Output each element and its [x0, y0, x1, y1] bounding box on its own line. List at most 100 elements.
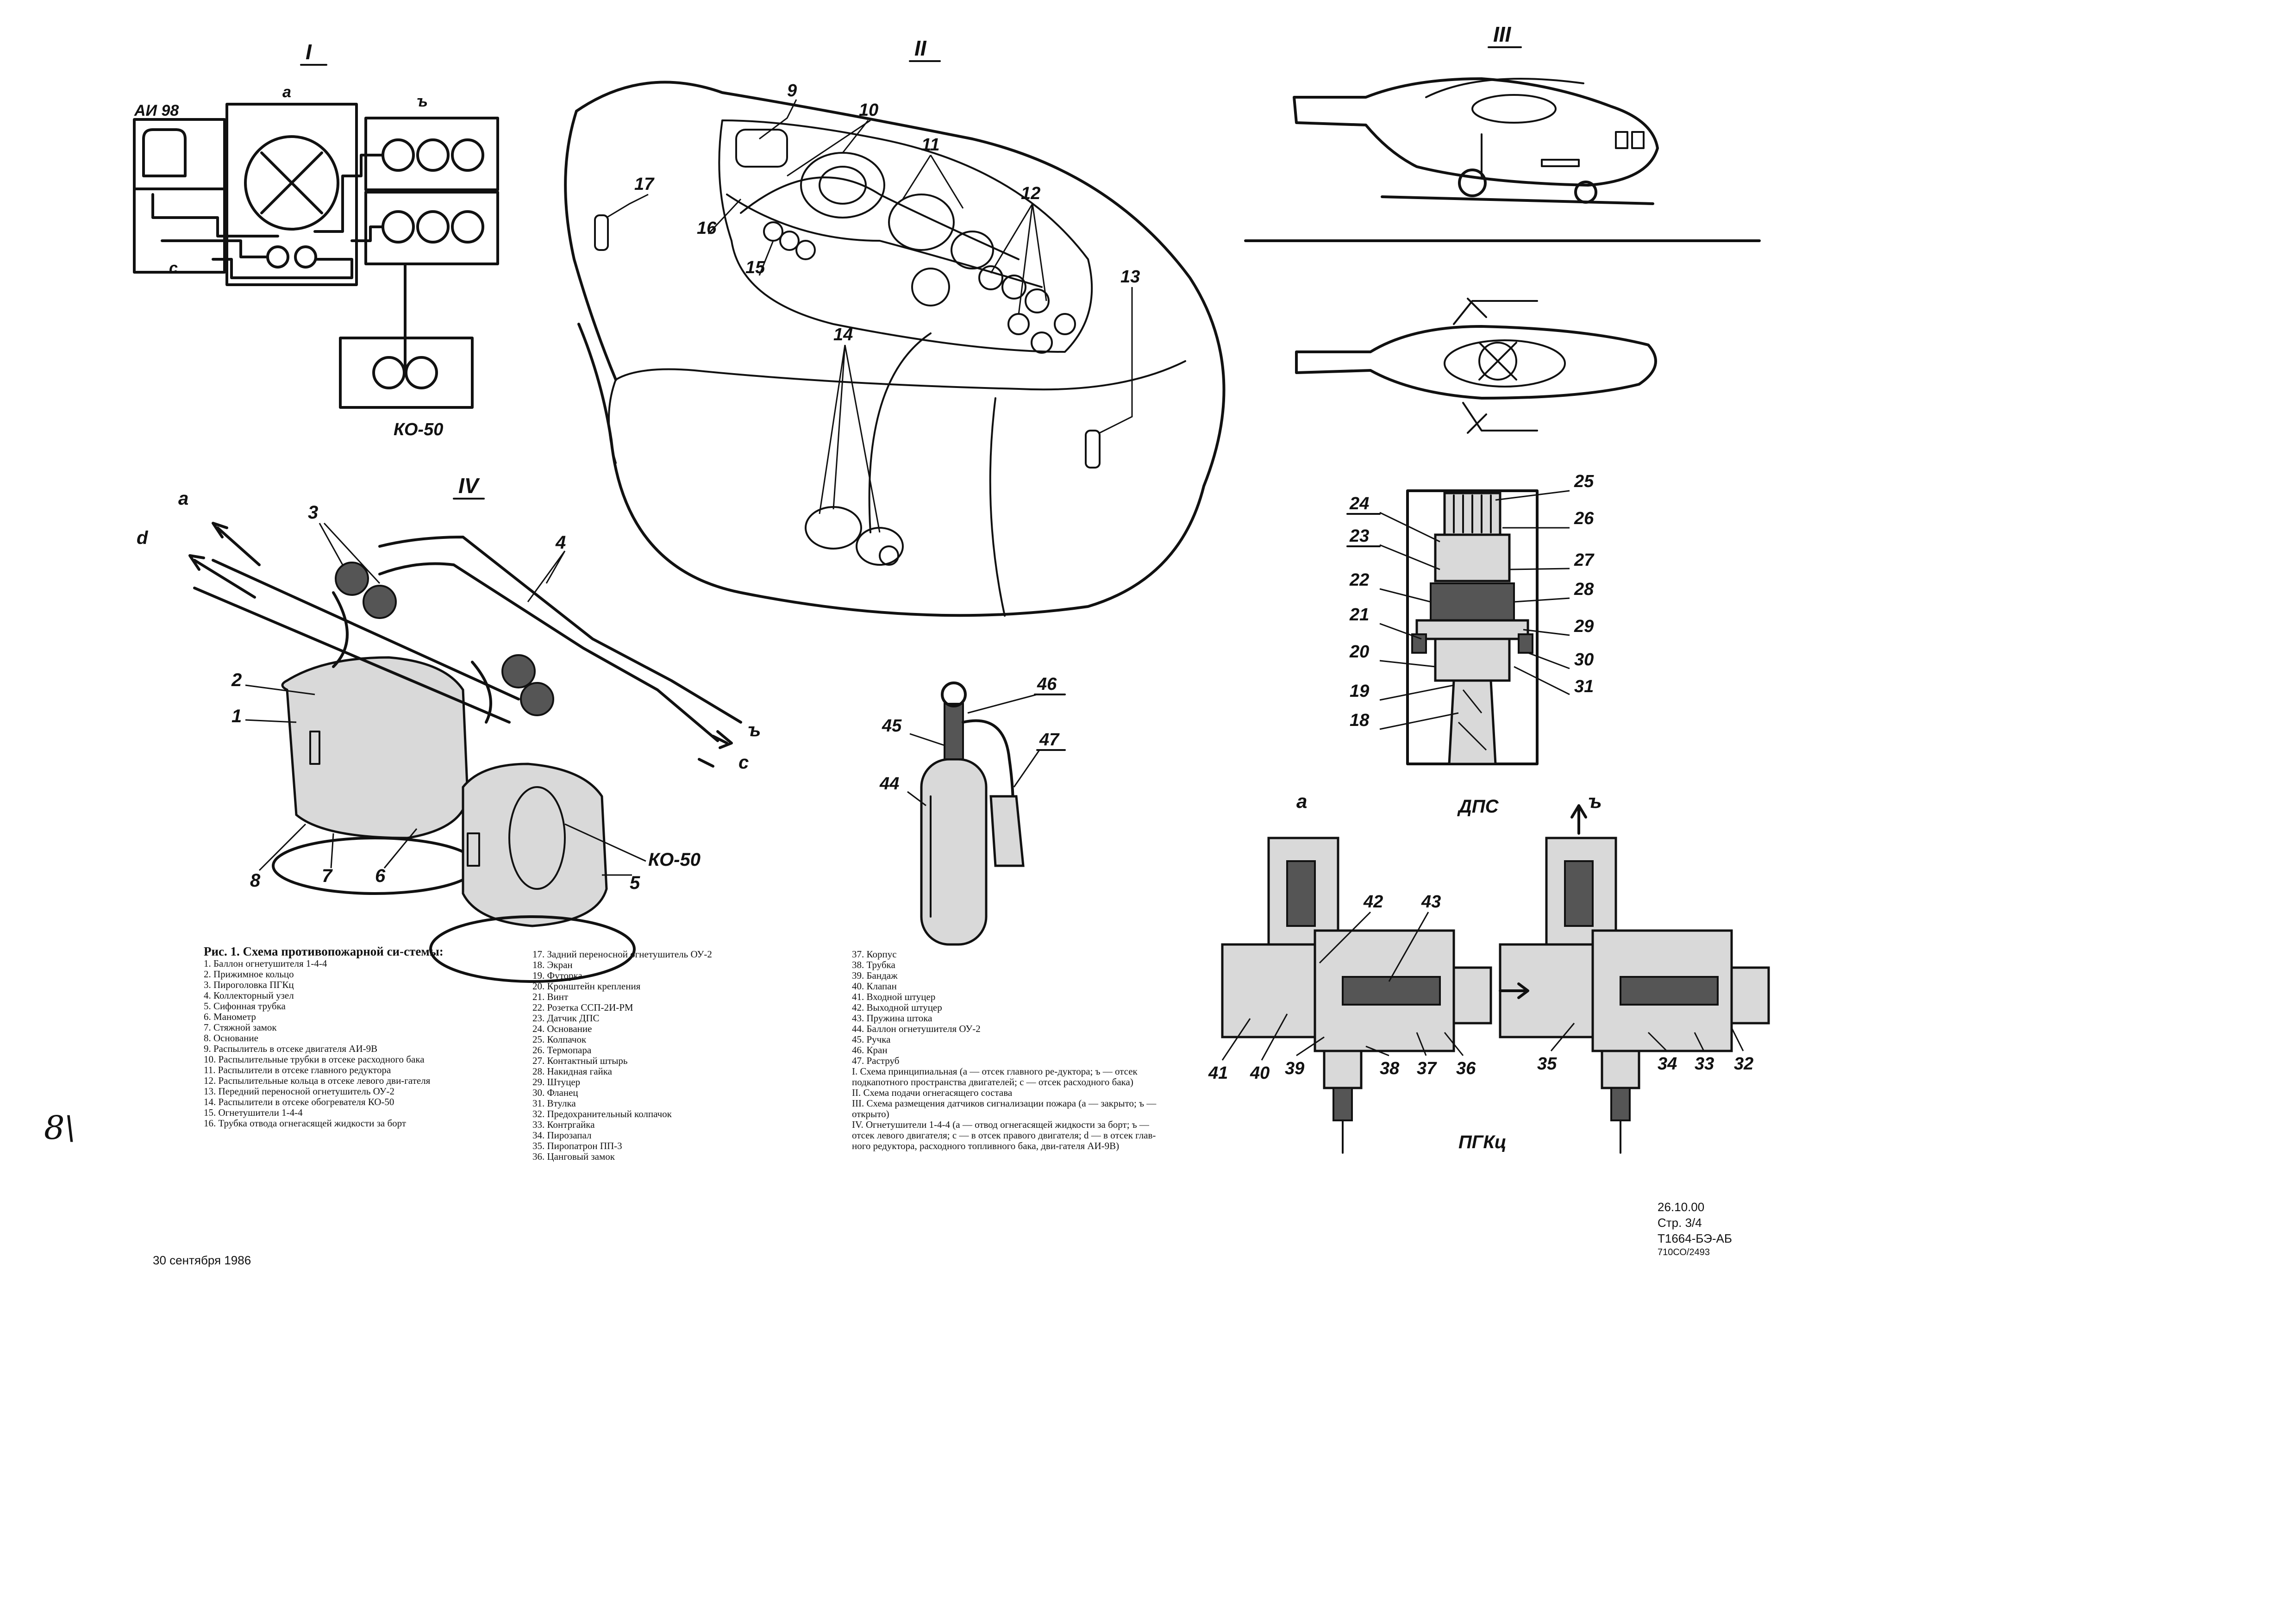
- date-left: 30 сентября 1986: [153, 1253, 251, 1267]
- callout-12: 12: [1021, 184, 1040, 203]
- view-iii-label: III: [1493, 22, 1512, 46]
- ext-45: 45: [882, 716, 902, 736]
- pgkc-41: 41: [1208, 1063, 1228, 1083]
- dps-23: 23: [1349, 526, 1369, 546]
- pgkc-34: 34: [1658, 1054, 1677, 1074]
- legend-item: 21. Винт: [532, 991, 569, 1002]
- schematic-b: ъ: [417, 93, 428, 110]
- dps-caption: ДПС: [1457, 796, 1499, 817]
- pgkc-valves: а ъ 42 43 41 40 39 38 37 36 35 34 33: [1208, 790, 1770, 1154]
- legend-item: 23. Датчик ДПС: [532, 1013, 600, 1024]
- legend-item: 46. Кран: [852, 1044, 888, 1056]
- iv-7: 7: [322, 866, 333, 886]
- legend-item: 34. Пирозапал: [532, 1130, 592, 1141]
- legend-item: 45. Ручка: [852, 1034, 891, 1045]
- view-ii-fuselage: II 9 10 11 16 15 12: [564, 36, 1226, 617]
- dps-19: 19: [1350, 681, 1369, 701]
- dps-25: 25: [1574, 472, 1594, 491]
- schematic-ai98: АИ 98: [134, 102, 179, 119]
- ext-47: 47: [1039, 730, 1060, 750]
- legend-item: 30. Фланец: [532, 1087, 578, 1098]
- iv-4: 4: [555, 532, 566, 553]
- legend-item: 6. Манометр: [204, 1011, 256, 1022]
- view-iv-label: IV: [458, 474, 480, 498]
- view-i-label: I: [306, 40, 312, 64]
- pgkc-37: 37: [1417, 1059, 1437, 1078]
- pgkc-b: ъ: [1588, 790, 1602, 812]
- legend-item: 41. Входной штуцер: [852, 991, 936, 1002]
- legend-item: 26. Термопара: [532, 1044, 592, 1056]
- legend-item: 40. Клапан: [852, 981, 897, 992]
- ou2-extinguisher: 46 45 47 44: [879, 675, 1066, 946]
- legend-col2: 17. Задний переносной огнетушитель ОУ-2 …: [532, 949, 820, 1162]
- legend-item: 29. Штуцер: [532, 1076, 581, 1088]
- doc-code: 710СО/2493: [1658, 1247, 1710, 1257]
- legend-item: 15. Огнетушители 1-4-4: [204, 1107, 303, 1118]
- pgkc-36: 36: [1456, 1059, 1476, 1078]
- iv-6: 6: [375, 866, 386, 886]
- legend-item: 5. Сифонная трубка: [204, 1000, 286, 1012]
- legend-item: 42. Выходной штуцер: [852, 1002, 942, 1013]
- pgkc-38: 38: [1380, 1059, 1400, 1078]
- legend-item: 35. Пиропатрон ПП-3: [532, 1140, 622, 1151]
- legend-item: 19. Футорка: [532, 970, 582, 981]
- pgkc-43: 43: [1421, 892, 1441, 912]
- callout-13: 13: [1120, 267, 1140, 287]
- callout-11: 11: [921, 135, 939, 155]
- dps-sensor: 25 26 27 28 29 30 31 24 23 22 21 20 19 1…: [1346, 472, 1595, 817]
- legend-item: 20. Кронштейн крепления: [532, 981, 641, 992]
- pgkc-32: 32: [1734, 1054, 1753, 1074]
- iv-8: 8: [250, 870, 261, 891]
- legend-item: 24. Основание: [532, 1023, 592, 1034]
- schematic-a: а: [282, 83, 291, 101]
- legend-item: 18. Экран: [532, 959, 573, 970]
- view-iii-helicopter: III: [1244, 22, 1761, 434]
- doc-number: Т1664-БЭ-АБ: [1658, 1232, 1732, 1245]
- legend-item: 8. Основание: [204, 1032, 258, 1044]
- legend-note: I. Схема принципиальная (а — отсек главн…: [852, 1066, 1138, 1088]
- legend-item: 9. Распылитель в отсеке двигателя АИ-9В: [204, 1043, 378, 1054]
- dps-31: 31: [1574, 677, 1594, 696]
- legend-item: 39. Бандаж: [852, 970, 898, 981]
- view-ii-label: II: [914, 36, 927, 60]
- legend-item: 4. Коллекторный узел: [204, 990, 294, 1001]
- legend-item: 22. Розетка ССП-2И-РМ: [532, 1002, 633, 1013]
- callout-10: 10: [859, 100, 878, 120]
- dps-28: 28: [1574, 580, 1594, 599]
- pgkc-42: 42: [1363, 892, 1383, 912]
- legend-item: 10. Распылительные трубки в отсеке расхо…: [204, 1054, 425, 1065]
- pgkc-39: 39: [1285, 1059, 1304, 1078]
- dps-27: 27: [1574, 550, 1595, 570]
- legend-item: 17. Задний переносной огнетушитель ОУ-2: [532, 949, 712, 960]
- pgkc-a: а: [1296, 790, 1307, 812]
- legend-item: 11. Распылители в отсеке главного редукт…: [204, 1064, 391, 1075]
- iv-2: 2: [231, 670, 242, 690]
- dps-29: 29: [1574, 617, 1594, 636]
- iv-3: 3: [308, 502, 318, 523]
- ext-44: 44: [879, 774, 899, 794]
- legend-item: 7. Стяжной замок: [204, 1022, 277, 1033]
- iv-d: d: [137, 528, 149, 548]
- callout-14: 14: [833, 325, 853, 344]
- legend-item: 27. Контактный штырь: [532, 1055, 628, 1066]
- pgkc-35: 35: [1537, 1054, 1557, 1074]
- legend-item: 31. Втулка: [532, 1098, 576, 1109]
- dps-26: 26: [1574, 509, 1594, 528]
- legend-item: 37. Корпус: [852, 949, 897, 960]
- iv-a: а: [178, 488, 188, 509]
- iv-b: ъ: [748, 720, 761, 740]
- dps-30: 30: [1574, 650, 1594, 669]
- legend-item: 47. Раструб: [852, 1055, 900, 1066]
- schematic-c: с: [169, 259, 178, 277]
- dps-20: 20: [1349, 642, 1369, 662]
- margin-note: 8\: [44, 1109, 75, 1147]
- legend-item: 16. Трубка отвода огнегасящей жидкости з…: [204, 1118, 407, 1129]
- legend-title: Рис. 1. Схема противопожарной си-стемы:: [204, 944, 444, 958]
- date-right: 26.10.00: [1658, 1200, 1705, 1214]
- legend-note: III. Схема размещения датчиков сигнализа…: [852, 1098, 1157, 1119]
- iv-c: с: [738, 752, 749, 773]
- legend-item: 43. Пружина штока: [852, 1013, 932, 1024]
- legend-item: 2. Прижимное кольцо: [204, 969, 294, 980]
- pgkc-40: 40: [1250, 1063, 1270, 1083]
